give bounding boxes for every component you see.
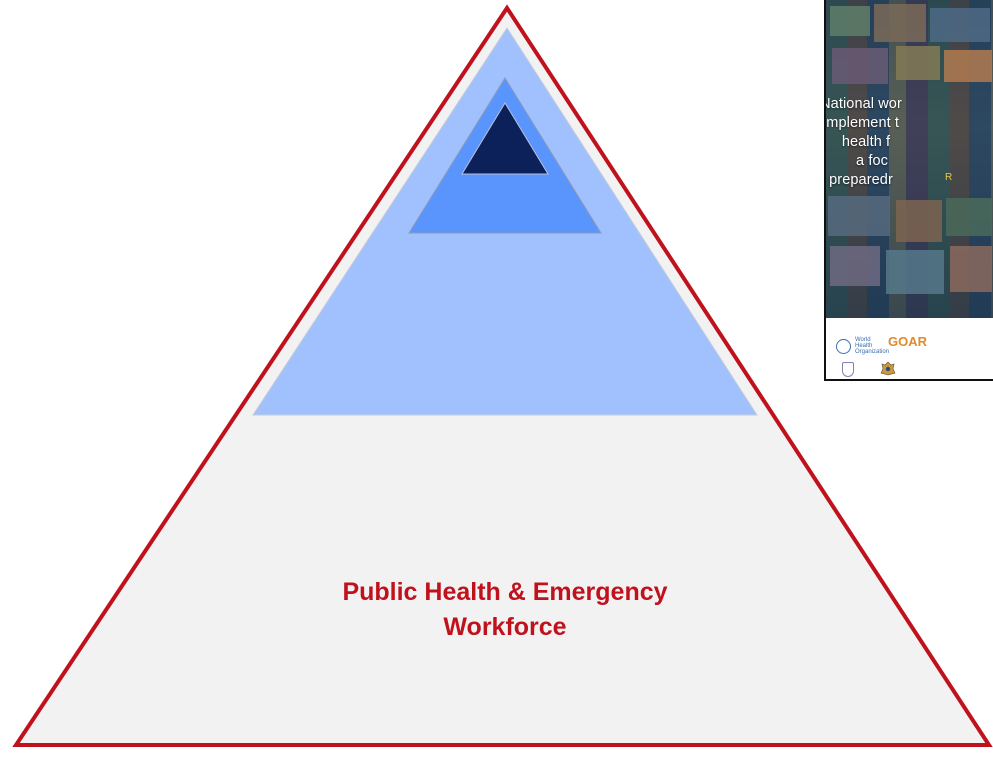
cover-title-line: implement t: [826, 115, 900, 131]
pyramid-apex-tier: [461, 102, 549, 175]
report-cover-thumbnail: National wor implement t health f a foc …: [824, 0, 993, 381]
cover-title-line: health f: [841, 134, 891, 150]
who-globe-icon: [836, 338, 851, 354]
cover-title-line: preparedr: [829, 172, 893, 188]
cover-title-line: a foc: [856, 153, 888, 169]
cover-photo-collage: National wor implement t health f a foc …: [826, 0, 993, 318]
base-tier-label: Public Health & Emergency Workforce: [230, 575, 780, 645]
who-logo: World Health Organization: [836, 337, 889, 355]
cover-title: National wor implement t health f a foc …: [826, 95, 956, 190]
goarn-logo: GOAR: [888, 334, 927, 349]
base-tier-label-line: Public Health & Emergency: [342, 578, 668, 606]
coat-of-arms-icon: [880, 361, 896, 376]
ministry-shield-icon: [842, 362, 854, 377]
cover-title-line: National wor: [826, 96, 902, 112]
base-tier-label-line: Workforce: [443, 613, 567, 641]
who-logo-text: World Health Organization: [855, 337, 890, 355]
pyramid-outline: [12, 4, 993, 747]
cover-subtitle: R: [945, 172, 953, 183]
